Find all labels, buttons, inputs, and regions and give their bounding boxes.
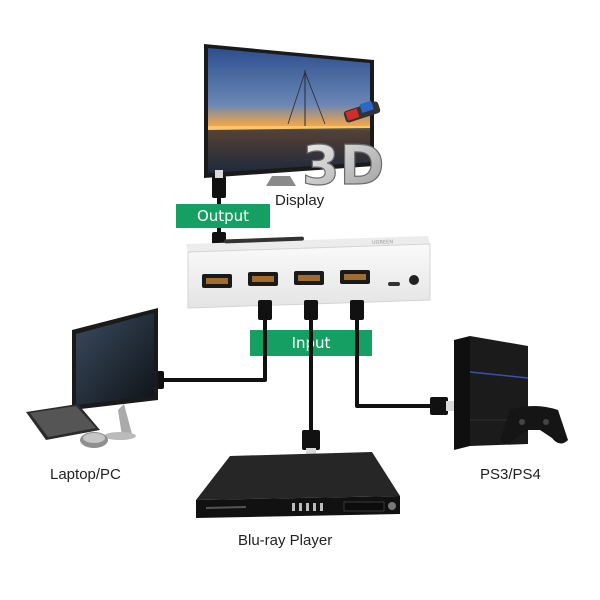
display-label: Display xyxy=(275,192,325,209)
hdmi-port-output xyxy=(202,274,232,288)
3d-glasses-icon xyxy=(343,100,381,123)
bluray-label: Blu-ray Player xyxy=(238,532,332,549)
output-tag-bg xyxy=(176,204,270,228)
hdmi-switch-box: UGREEN xyxy=(186,236,431,309)
input-cables xyxy=(160,318,432,432)
hdmi-port-input-3 xyxy=(340,270,370,284)
3d-badge-icon: 3D xyxy=(301,100,385,198)
laptop-pc-icon xyxy=(26,308,158,448)
laptop-label: Laptop/PC xyxy=(50,466,121,483)
ps-label: PS3/PS4 xyxy=(480,466,541,483)
usb-port-icon xyxy=(388,282,400,286)
tv-display xyxy=(204,44,374,186)
badge-3d-text: 3D xyxy=(302,134,384,197)
hdmi-port-input-1 xyxy=(248,272,278,286)
hdmi-port-input-2 xyxy=(294,271,324,285)
bluray-player-icon xyxy=(196,452,400,518)
output-tag-label: Output xyxy=(197,207,249,225)
game-controller-icon xyxy=(500,406,568,444)
audio-jack-icon xyxy=(409,275,419,285)
input-cable-plugs xyxy=(258,300,364,320)
cable-ends xyxy=(138,371,456,458)
switch-brand-label: UGREEN xyxy=(372,239,394,246)
